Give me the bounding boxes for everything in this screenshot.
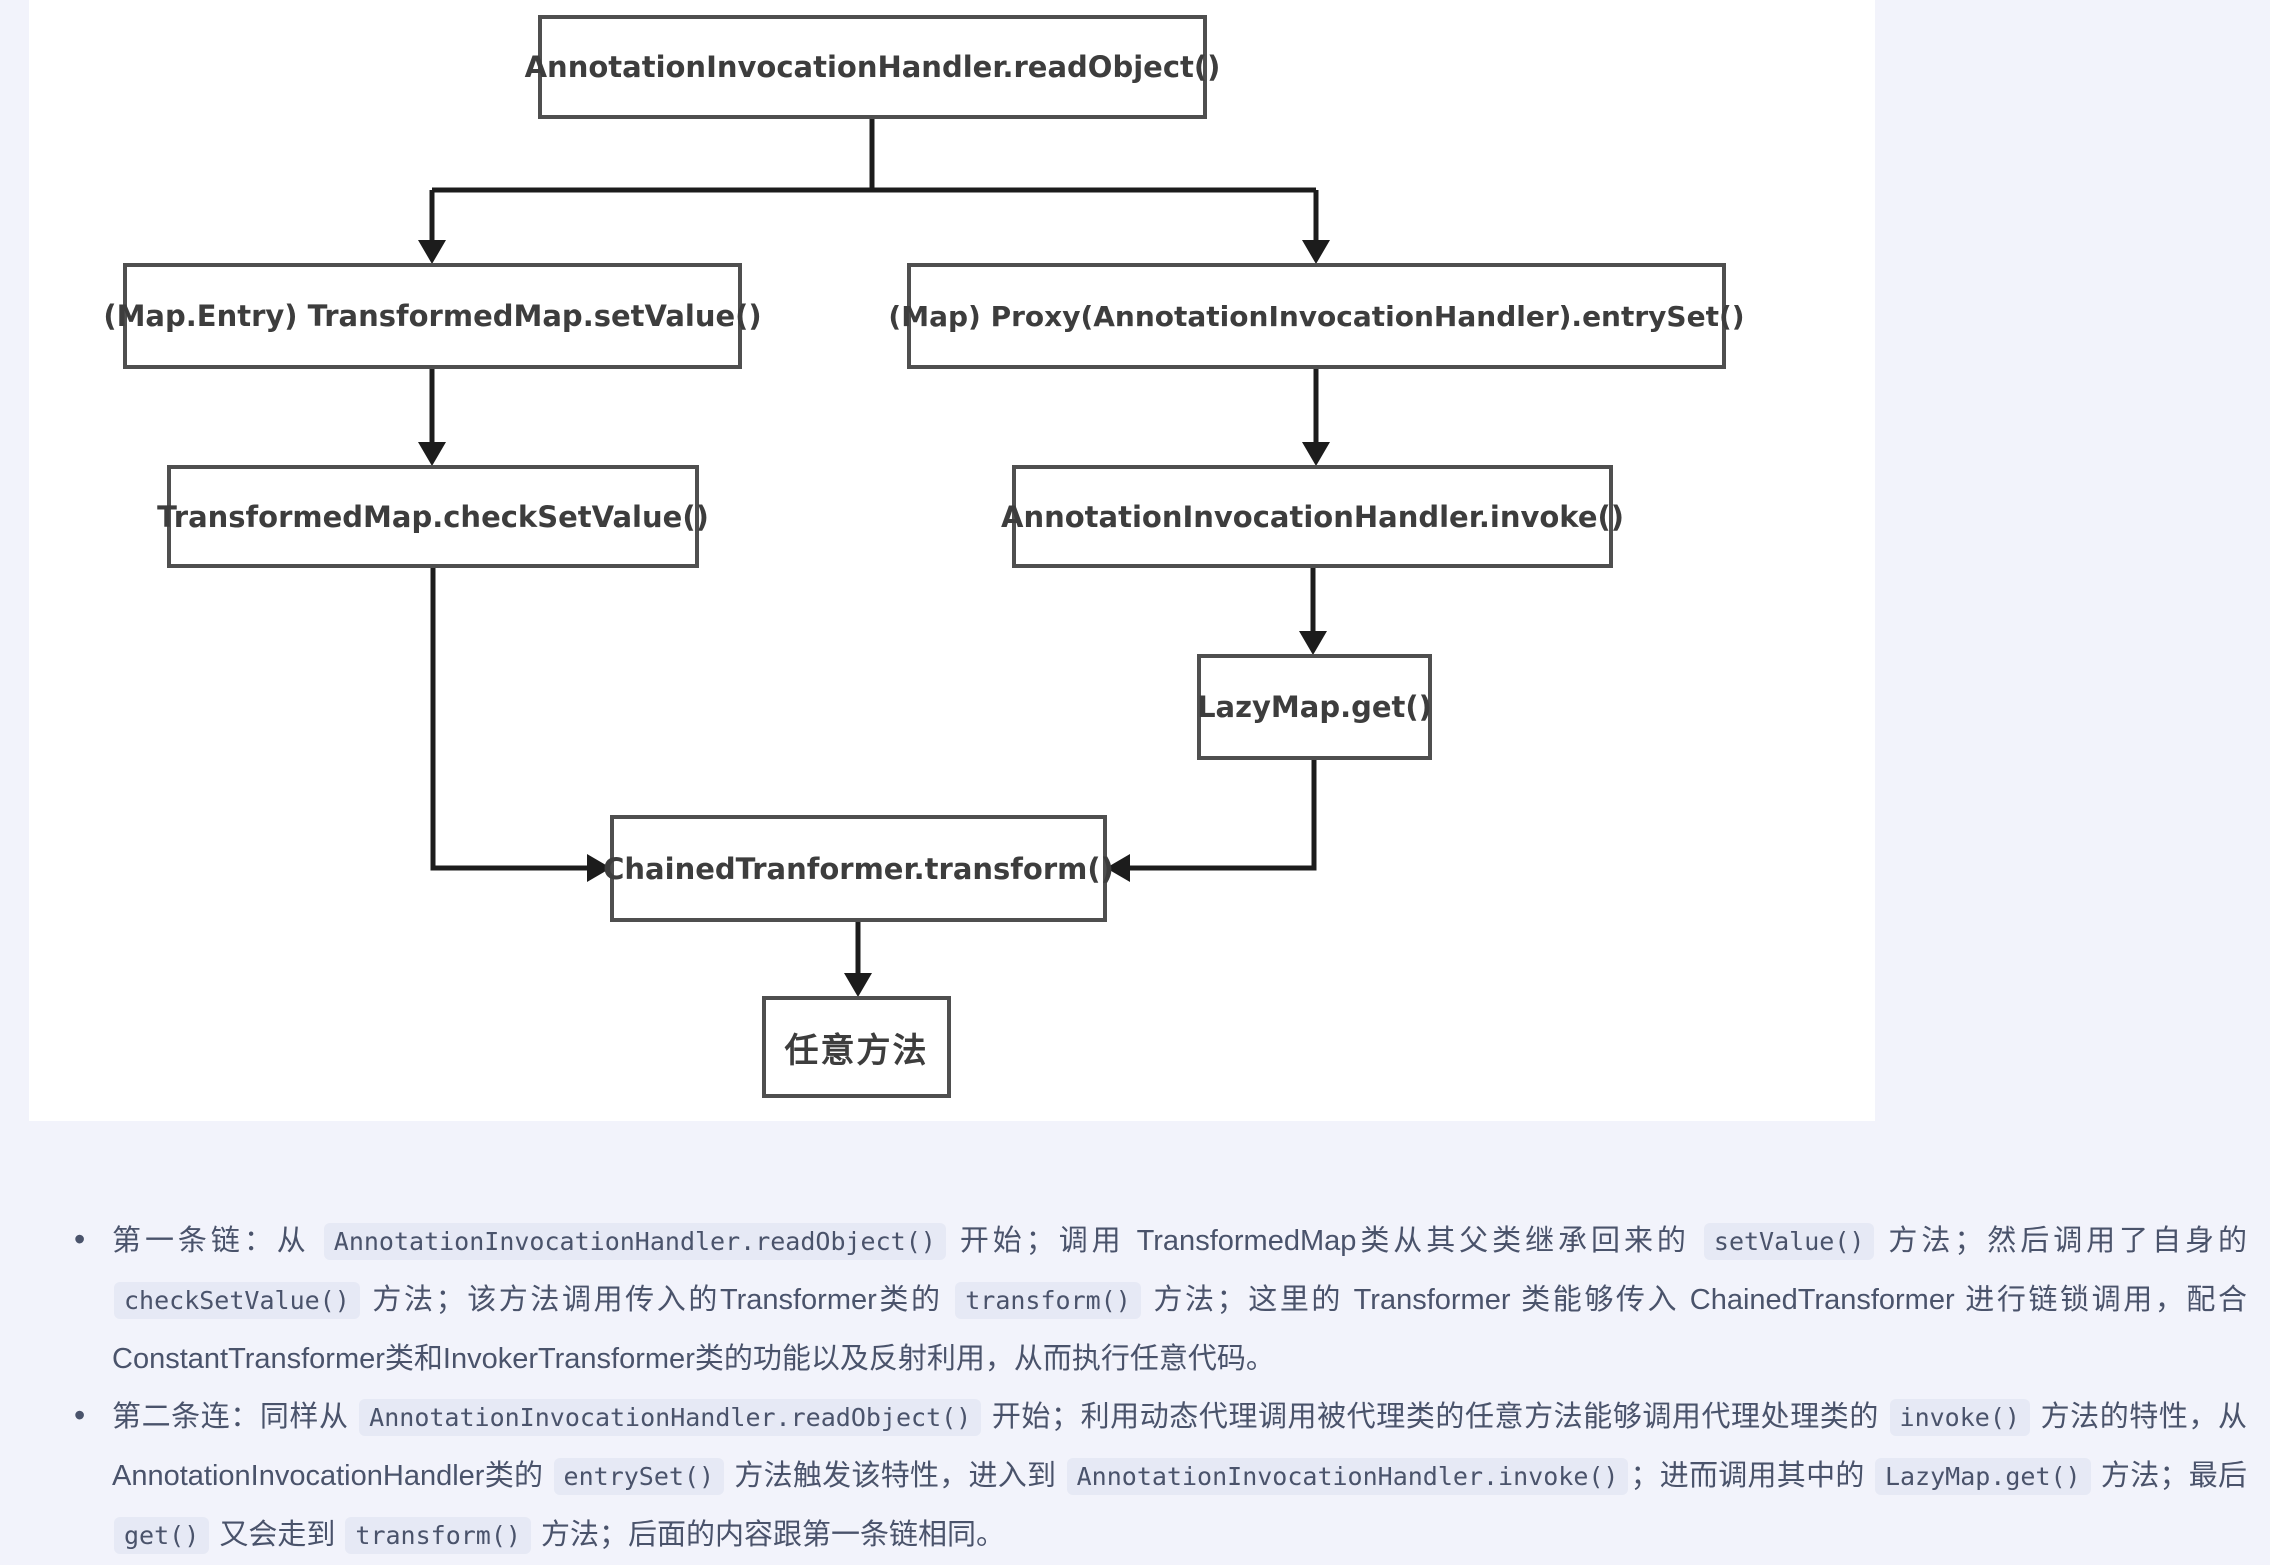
inline-code: transform() <box>955 1282 1141 1319</box>
node-checksetvalue: TransformedMap.checkSetValue() <box>157 465 709 568</box>
arrowhead-icon <box>587 854 611 882</box>
arrow-readobject-split <box>429 119 1319 242</box>
node-label: AnnotationInvocationHandler.invoke() <box>1001 499 1624 534</box>
arrowhead-icon <box>1299 631 1327 655</box>
note-text: 方法的特性，从AnnotationInvocationHandler类的 <box>112 1401 2247 1492</box>
bullet-icon: • <box>74 1221 86 1257</box>
inline-code: invoke() <box>1889 1399 2030 1436</box>
node-setvalue: (Map.Entry) TransformedMap.setValue() <box>103 263 762 369</box>
explanation-notes: • 第一条链：从 AnnotationInvocationHandler.rea… <box>72 1212 2247 1565</box>
node-transform: ChainedTranformer.transform() <box>603 815 1114 922</box>
inline-code: AnnotationInvocationHandler.readObject() <box>323 1223 946 1260</box>
inline-code: LazyMap.get() <box>1874 1458 2091 1495</box>
arrow-checksetvalue-to-transform <box>430 568 589 871</box>
node-lazyget: LazyMap.get() <box>1197 654 1432 760</box>
inline-code: setValue() <box>1703 1223 1875 1260</box>
note-text: ；进而调用其中的 <box>1630 1460 1873 1492</box>
arrowhead-icon <box>418 240 446 264</box>
inline-code: transform() <box>345 1517 531 1554</box>
note-text: 第一条链：从 <box>112 1225 322 1257</box>
note-text: 方法；然后调用了自身的 <box>1876 1225 2248 1257</box>
note-text: 开始；调用 TransformedMap类从其父类继承回来的 <box>947 1225 1702 1257</box>
list-item: • 第一条链：从 AnnotationInvocationHandler.rea… <box>72 1212 2247 1388</box>
inline-code: checkSetValue() <box>114 1282 360 1319</box>
note-text: 方法；该方法调用传入的Transformer类的 <box>361 1284 954 1316</box>
note-text: 方法触发该特性，进入到 <box>726 1460 1065 1492</box>
arrowhead-icon <box>1302 240 1330 264</box>
arrowhead-icon <box>1106 854 1130 882</box>
note-text: 方法；后面的内容跟第一条链相同。 <box>532 1519 1006 1551</box>
note-text: 又会走到 <box>211 1519 344 1551</box>
arrowhead-icon <box>844 973 872 997</box>
note-text: 开始；利用动态代理调用被代理类的任意方法能够调用代理处理类的 <box>983 1401 1888 1433</box>
arrow-lazyget-to-transform <box>1128 760 1317 871</box>
inline-code: entrySet() <box>553 1458 725 1495</box>
bullet-icon: • <box>74 1397 86 1433</box>
list-item: • 第二条连：同样从 AnnotationInvocationHandler.r… <box>72 1388 2247 1565</box>
inline-code: get() <box>114 1517 210 1554</box>
note-text: 方法；这里的 Transformer 类能够传入 ChainedTransfor… <box>112 1284 2247 1375</box>
inline-code: AnnotationInvocationHandler.readObject() <box>359 1399 982 1436</box>
node-entryset: (Map) Proxy(AnnotationInvocationHandler)… <box>888 263 1745 369</box>
node-readobject: AnnotationInvocationHandler.readObject() <box>525 15 1220 119</box>
node-label: LazyMap.get() <box>1197 690 1432 724</box>
arrowhead-icon <box>418 442 446 466</box>
node-label: AnnotationInvocationHandler.readObject() <box>524 50 1221 84</box>
node-label: TransformedMap.checkSetValue() <box>157 499 709 534</box>
node-label: ChainedTranformer.transform() <box>603 851 1114 886</box>
diagram-arrows <box>418 119 1330 997</box>
node-arbitrary-method: 任意方法 <box>762 996 951 1098</box>
arrowhead-icon <box>1302 442 1330 466</box>
note-text: 第二条连：同样从 <box>112 1401 358 1433</box>
node-label: (Map) Proxy(AnnotationInvocationHandler)… <box>888 299 1745 333</box>
node-label: (Map.Entry) TransformedMap.setValue() <box>103 299 762 333</box>
inline-code: AnnotationInvocationHandler.invoke() <box>1066 1458 1629 1495</box>
gadget-chain-diagram: AnnotationInvocationHandler.readObject()… <box>29 0 1875 1121</box>
node-invoke: AnnotationInvocationHandler.invoke() <box>1001 465 1624 568</box>
note-text: 方法；最后 <box>2092 1460 2247 1492</box>
node-label: 任意方法 <box>784 1030 929 1071</box>
